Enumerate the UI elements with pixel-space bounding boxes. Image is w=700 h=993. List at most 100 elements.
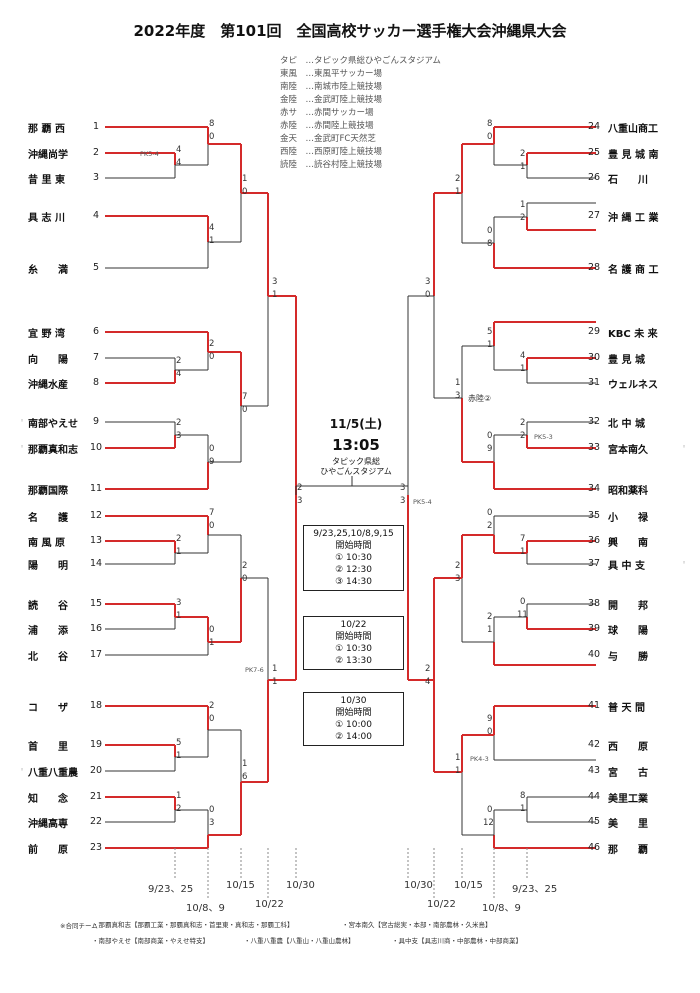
schedule-box-label: 開始時間 xyxy=(335,541,372,551)
team-number-right: 42 xyxy=(588,739,601,750)
score-label: 4 xyxy=(425,677,431,687)
schedule-box-label: 開始時間 xyxy=(335,632,372,642)
score-label: 2 xyxy=(520,431,526,441)
score-label: 0 xyxy=(242,574,248,584)
round-date-right: 10/15 xyxy=(454,880,483,891)
score-label: 1 xyxy=(520,162,526,172)
team-number-right: 34 xyxy=(588,483,601,494)
team-name-left: 那 覇 西 xyxy=(28,124,65,135)
team-name-left: コ ザ xyxy=(28,703,68,714)
team-number-left: 22 xyxy=(90,816,103,827)
team-number-left: 20 xyxy=(90,765,103,776)
round-date-left: 10/8、9 xyxy=(186,903,225,914)
score-label: 4 xyxy=(176,145,182,155)
team-name-right: 美里工業 xyxy=(608,794,648,805)
score-label: 0 xyxy=(242,187,248,197)
team-name-right: 宮本南久 xyxy=(608,445,648,456)
notes-label: ※合同チーム xyxy=(60,922,98,930)
team-number-right: 31 xyxy=(588,377,601,388)
final-time: 13:05 xyxy=(332,436,380,454)
score-label: 1 xyxy=(487,340,493,350)
final-venue-line1: タピック県総 xyxy=(332,457,380,466)
team-number-left: 6 xyxy=(93,326,100,337)
score-label: 3 xyxy=(297,496,303,506)
round-date-right: 9/23、25 xyxy=(512,884,558,895)
schedule-box-label: 開始時間 xyxy=(335,708,372,718)
score-label: 2 xyxy=(520,213,526,223)
team-name-left: 南 風 原 xyxy=(28,538,65,549)
schedule-box-time: ③ 14:30 xyxy=(335,577,372,587)
note-item: ・宮本南久【宮古総実・本部・南部農林・久米島】 xyxy=(342,921,492,929)
score-label: 2 xyxy=(487,612,493,622)
score-label: 7 xyxy=(209,508,215,518)
team-name-left: 宜 野 湾 xyxy=(28,329,65,340)
team-number-right: 44 xyxy=(588,791,601,802)
team-name-left: 浦 添 xyxy=(28,626,68,637)
score-label: 2 xyxy=(520,418,526,428)
team-number-right: 33 xyxy=(588,442,601,453)
score-label: 0 xyxy=(209,625,215,635)
joint-team-mark: ◦ xyxy=(682,559,687,567)
team-name-left: 名 護 xyxy=(28,513,68,524)
team-number-right: 29 xyxy=(588,326,601,337)
score-label: 2 xyxy=(520,149,526,159)
team-number-left: 7 xyxy=(93,352,100,363)
score-label: 2 xyxy=(176,418,182,428)
venue-legend-item: タピ …タピック県総ひやごんスタジアム xyxy=(280,56,441,66)
team-name-right: 石 川 xyxy=(608,175,648,186)
team-name-right: 昭和薬科 xyxy=(608,486,648,497)
score-label: 0 xyxy=(487,805,493,815)
score-label: 9 xyxy=(487,714,493,724)
page-title: 2022年度 第101回 全国高校サッカー選手権大会沖縄県大会 xyxy=(133,22,567,40)
team-number-right: 39 xyxy=(588,623,601,634)
team-number-right: 43 xyxy=(588,765,601,776)
round-date-right: 10/30 xyxy=(404,880,433,891)
team-number-left: 12 xyxy=(90,510,103,521)
venue-legend-item: 南陸 …南城市陸上競技場 xyxy=(280,82,383,92)
team-number-left: 11 xyxy=(90,483,103,494)
round-date-left: 10/22 xyxy=(255,899,284,910)
score-label: 1 xyxy=(176,547,182,557)
team-number-left: 19 xyxy=(90,739,103,750)
score-label: 2 xyxy=(176,804,182,814)
score-label: 4 xyxy=(209,223,215,233)
team-name-right: 美 里 xyxy=(608,819,648,830)
team-name-right: 球 陽 xyxy=(608,626,648,637)
team-number-right: 46 xyxy=(588,842,601,853)
schedule-box-title: 10/22 xyxy=(340,620,367,630)
final-venue-line2: ひやごんスタジアム xyxy=(320,467,392,476)
score-label: 1 xyxy=(520,547,526,557)
team-number-left: 1 xyxy=(93,121,100,132)
score-label: 1 xyxy=(209,236,215,246)
team-name-left: 沖縄水産 xyxy=(28,380,68,391)
team-number-left: 4 xyxy=(93,210,100,221)
team-name-right: 開 邦 xyxy=(608,601,648,612)
round-date-right: 10/22 xyxy=(427,899,456,910)
score-label: 5 xyxy=(487,327,493,337)
team-name-right: 八重山商工 xyxy=(608,124,658,135)
final-venue: タピック県総 ひやごんスタジアム xyxy=(296,457,416,477)
score-label: 3 xyxy=(209,818,215,828)
team-number-right: 37 xyxy=(588,558,601,569)
score-label: 3 xyxy=(176,431,182,441)
team-number-left: 3 xyxy=(93,172,100,183)
venue-legend-item: 読陸 …読谷村陸上競技場 xyxy=(280,160,383,170)
score-label: 1 xyxy=(272,664,278,674)
score-label: 1 xyxy=(242,174,248,184)
score-label: 0 xyxy=(520,597,526,607)
score-label: 1 xyxy=(272,677,278,687)
joint-team-mark: ◦ xyxy=(20,443,25,451)
score-label: 1 xyxy=(487,625,493,635)
joint-team-mark: ◦ xyxy=(20,417,25,425)
team-number-left: 8 xyxy=(93,377,100,388)
note-item: ・八重八重農【八重山・八重山農林】 xyxy=(244,937,355,945)
score-label: 0 xyxy=(487,132,493,142)
team-number-left: 21 xyxy=(90,791,103,802)
score-label: 0 xyxy=(242,405,248,415)
team-name-left: 具 志 川 xyxy=(28,213,65,224)
team-name-right: 豊 見 城 南 xyxy=(608,150,659,161)
score-label: 3 xyxy=(455,574,461,584)
score-label: 3 xyxy=(400,483,406,493)
